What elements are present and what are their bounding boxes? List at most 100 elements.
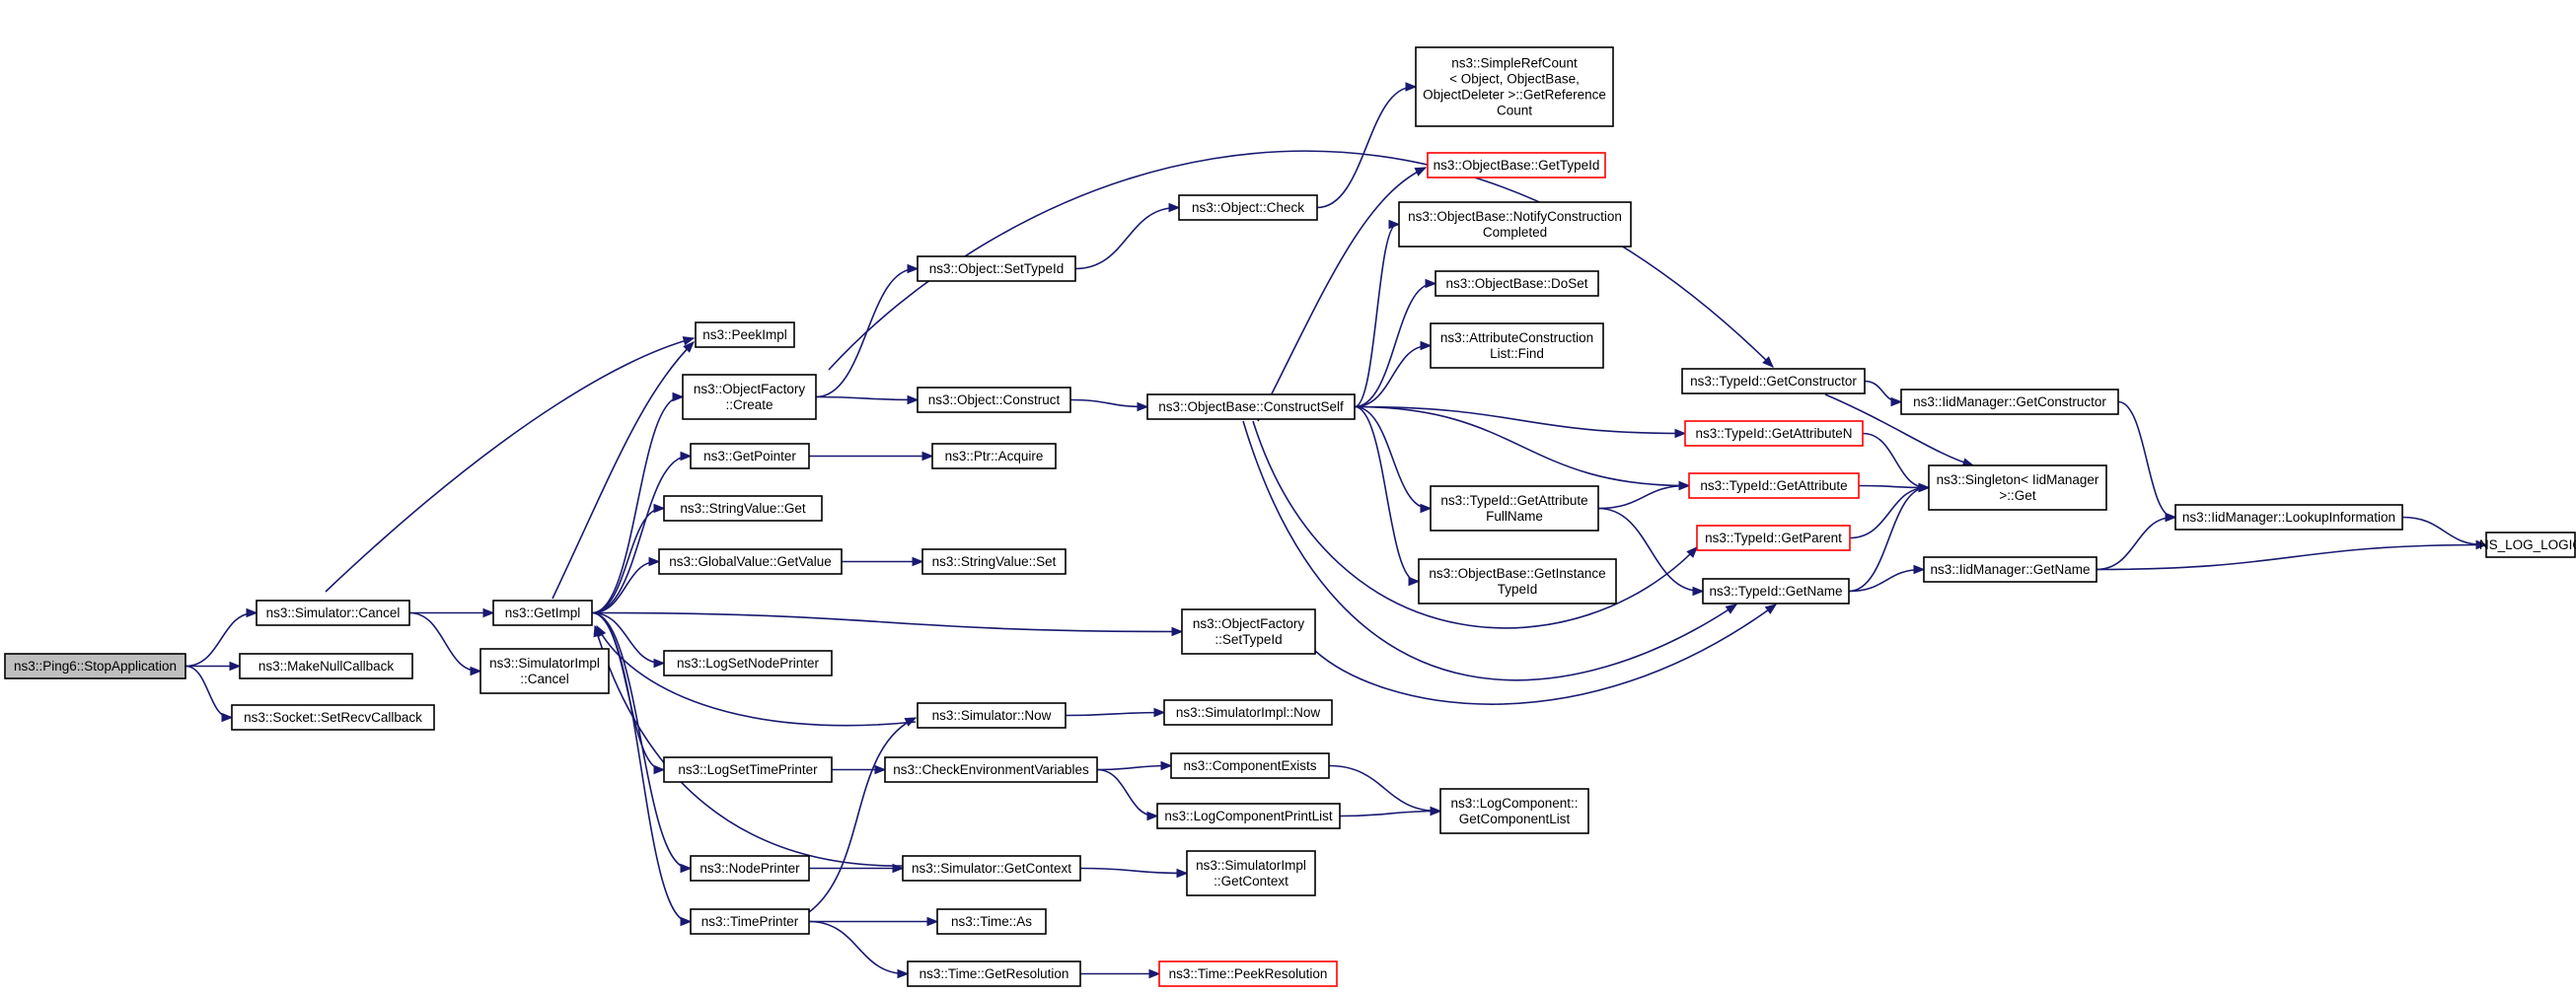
function-node-objbase-notifyconstruction[interactable]: ns3::ObjectBase::NotifyConstructionCompl… bbox=[1398, 201, 1632, 248]
call-edge bbox=[2401, 516, 2488, 550]
arrow-head bbox=[653, 658, 666, 669]
node-box bbox=[1158, 960, 1338, 987]
function-node-get-pointer[interactable]: ns3::GetPointer bbox=[690, 443, 810, 469]
function-node-time-peekresolution[interactable]: ns3::Time::PeekResolution bbox=[1158, 960, 1338, 987]
function-node-peek-impl[interactable]: ns3::PeekImpl bbox=[695, 321, 795, 348]
call-edge bbox=[591, 503, 666, 614]
node-label: NS_LOG_LOGIC bbox=[2479, 537, 2576, 552]
call-edge bbox=[593, 624, 904, 867]
edge-line bbox=[1252, 420, 1698, 629]
node-label: ObjectDeleter >::GetReference bbox=[1423, 87, 1606, 102]
function-node-stringvalue-set[interactable]: ns3::StringValue::Set bbox=[921, 548, 1067, 575]
call-edge bbox=[1314, 604, 1778, 705]
call-edge bbox=[1096, 760, 1173, 771]
arrow-head bbox=[1171, 626, 1184, 637]
function-node-get-impl[interactable]: ns3::GetImpl bbox=[492, 600, 593, 626]
function-node-globalvalue-getvalue[interactable]: ns3::GlobalValue::GetValue bbox=[658, 548, 843, 575]
function-node-make-null-cb[interactable]: ns3::MakeNullCallback bbox=[239, 653, 413, 679]
call-edge bbox=[1848, 564, 1926, 593]
node-box bbox=[663, 495, 823, 522]
function-node-typeid-getattribute[interactable]: ns3::TypeId::GetAttribute bbox=[1688, 472, 1860, 499]
function-node-object-construct[interactable]: ns3::Object::Construct bbox=[917, 387, 1071, 413]
arrow-head bbox=[1168, 202, 1181, 213]
function-node-typeid-getparent[interactable]: ns3::TypeId::GetParent bbox=[1696, 525, 1851, 551]
function-node-simplerefcount[interactable]: ns3::SimpleRefCount< Object, ObjectBase,… bbox=[1415, 46, 1614, 127]
function-node-objfactory-create[interactable]: ns3::ObjectFactory::Create bbox=[682, 374, 817, 420]
function-node-typeid-getname[interactable]: ns3::TypeId::GetName bbox=[1702, 578, 1850, 604]
function-node-ptr-acquire[interactable]: ns3::Ptr::Acquire bbox=[931, 443, 1057, 469]
edge-line bbox=[591, 507, 663, 614]
function-node-logcomponent-printlist[interactable]: ns3::LogComponentPrintList bbox=[1156, 803, 1341, 829]
function-node-objfactory-settypeid[interactable]: ns3::ObjectFactory::SetTypeId bbox=[1181, 608, 1316, 655]
call-edge bbox=[1862, 432, 1931, 493]
arrow-head bbox=[680, 916, 693, 927]
function-node-ns-log-logic[interactable]: NS_LOG_LOGIC bbox=[2479, 532, 2576, 558]
node-box bbox=[231, 704, 435, 731]
arrow-head bbox=[1148, 968, 1161, 979]
function-node-simimpl-getcontext[interactable]: ns3::SimulatorImpl::GetContext bbox=[1186, 850, 1316, 896]
function-node-check-env-vars[interactable]: ns3::CheckEnvironmentVariables bbox=[884, 756, 1098, 783]
edge-line bbox=[1257, 167, 1427, 422]
call-edge bbox=[325, 336, 696, 593]
arrow-head bbox=[653, 503, 666, 514]
arrow-head bbox=[904, 717, 918, 727]
function-node-simimpl-cancel[interactable]: ns3::SimulatorImpl::Cancel bbox=[479, 648, 610, 694]
function-node-log-set-time-printer[interactable]: ns3::LogSetTimePrinter bbox=[663, 756, 833, 783]
function-node-object-settypeid[interactable]: ns3::Object::SetTypeId bbox=[917, 255, 1076, 282]
node-box bbox=[1688, 472, 1860, 499]
edge-line bbox=[2096, 543, 2485, 571]
edge-line bbox=[1314, 604, 1777, 705]
node-box bbox=[1430, 485, 1599, 532]
function-node-time-as[interactable]: ns3::Time::As bbox=[936, 908, 1047, 935]
function-node-sim-now[interactable]: ns3::Simulator::Now bbox=[917, 702, 1067, 729]
node-label: ns3::Time::As bbox=[951, 914, 1032, 929]
function-node-sim-getcontext[interactable]: ns3::Simulator::GetContext bbox=[902, 855, 1081, 882]
node-box bbox=[917, 387, 1071, 413]
node-label: ::SetTypeId bbox=[1214, 632, 1282, 647]
edge-line bbox=[591, 611, 663, 665]
function-node-objbase-constructself[interactable]: ns3::ObjectBase::ConstructSelf bbox=[1146, 393, 1356, 420]
function-node-iidmanager-lookupinformation[interactable]: ns3::IidManager::LookupInformation bbox=[2174, 504, 2403, 531]
function-node-objbase-doset[interactable]: ns3::ObjectBase::DoSet bbox=[1435, 270, 1599, 297]
function-node-typeid-getconstructor[interactable]: ns3::TypeId::GetConstructor bbox=[1681, 368, 1866, 394]
call-edge bbox=[1080, 968, 1161, 979]
node-label: ns3::ObjectFactory bbox=[694, 382, 806, 396]
function-node-socket-setrecv[interactable]: ns3::Socket::SetRecvCallback bbox=[231, 704, 435, 731]
function-node-typeid-getattributen[interactable]: ns3::TypeId::GetAttributeN bbox=[1684, 420, 1864, 447]
function-node-stringvalue-get[interactable]: ns3::StringValue::Get bbox=[663, 495, 823, 522]
function-node-singleton-get[interactable]: ns3::Singleton< IidManager>::Get bbox=[1928, 464, 2107, 511]
call-edge bbox=[552, 341, 695, 600]
function-node-iidmanager-getname[interactable]: ns3::IidManager::GetName bbox=[1923, 556, 2098, 583]
function-node-component-exists[interactable]: ns3::ComponentExists bbox=[1170, 752, 1330, 779]
node-box bbox=[1415, 46, 1614, 127]
node-label: ns3::IidManager::GetConstructor bbox=[1913, 394, 2106, 409]
node-box bbox=[2485, 532, 2576, 558]
call-edge bbox=[1354, 405, 1433, 514]
function-node-iidmanager-getconstructor[interactable]: ns3::IidManager::GetConstructor bbox=[1900, 389, 2119, 415]
call-edge bbox=[1864, 380, 1903, 407]
function-node-sim-cancel[interactable]: ns3::Simulator::Cancel bbox=[256, 600, 410, 626]
edge-line bbox=[184, 611, 256, 668]
node-label: ::Cancel bbox=[520, 672, 569, 686]
function-node-simimpl-now[interactable]: ns3::SimulatorImpl::Now bbox=[1163, 699, 1333, 726]
function-node-logcomponent-getcomponentlist[interactable]: ns3::LogComponent::GetComponentList bbox=[1439, 788, 1589, 834]
node-box bbox=[1702, 578, 1850, 604]
edge-line bbox=[1824, 393, 1974, 466]
call-edge bbox=[1354, 405, 1691, 491]
function-node-objbase-gettypeid[interactable]: ns3::ObjectBase::GetTypeId bbox=[1427, 152, 1606, 178]
function-node-node-printer[interactable]: ns3::NodePrinter bbox=[690, 855, 810, 882]
function-nodes: ns3::Ping6::StopApplicationns3::Simulato… bbox=[4, 46, 2576, 987]
function-node-object-check[interactable]: ns3::Object::Check bbox=[1178, 194, 1318, 221]
function-node-time-getresolution[interactable]: ns3::Time::GetResolution bbox=[907, 960, 1081, 987]
node-label: ns3::Object::SetTypeId bbox=[929, 261, 1065, 276]
call-edge bbox=[1069, 398, 1149, 412]
function-node-log-set-node-printer[interactable]: ns3::LogSetNodePrinter bbox=[663, 650, 833, 676]
arrow-head bbox=[1420, 503, 1433, 514]
node-box bbox=[1928, 464, 2107, 511]
function-node-time-printer[interactable]: ns3::TimePrinter bbox=[690, 908, 810, 935]
function-node-ping6-stop[interactable]: ns3::Ping6::StopApplication bbox=[4, 653, 186, 679]
